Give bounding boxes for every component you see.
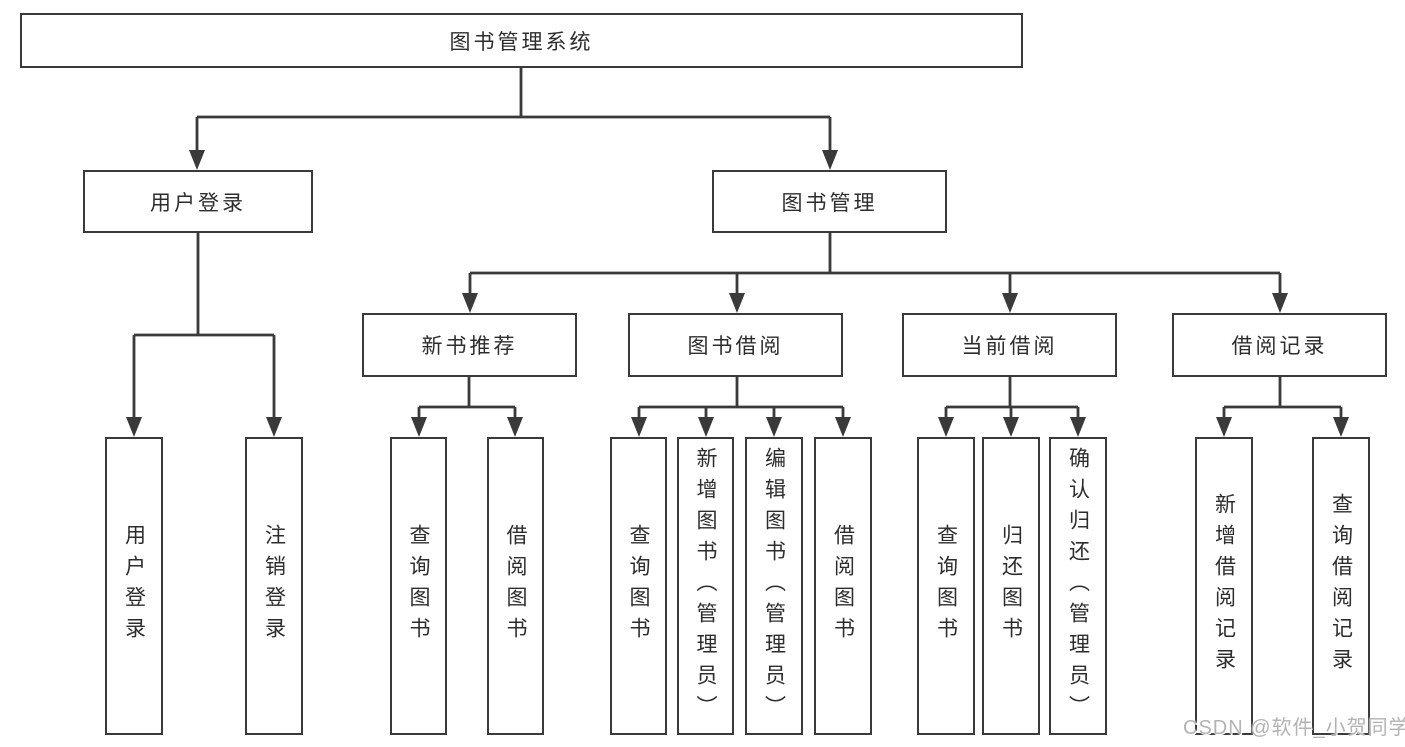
leaf-query-borrow-record-label: 查询借阅记录 [1329, 493, 1353, 679]
leaf-query-books-2: 查询图书 [610, 437, 667, 735]
node-current-borrow-label: 当前借阅 [961, 335, 1058, 358]
leaf-confirm-return-admin: 确认归还（管理员） [1049, 437, 1107, 735]
leaf-user-login-label: 用户登录 [122, 524, 146, 648]
node-new-book-recommend-label: 新书推荐 [421, 335, 518, 358]
node-book-management: 图书管理 [712, 170, 947, 233]
node-root-label: 图书管理系统 [449, 30, 594, 54]
leaf-query-books-3-label: 查询图书 [934, 524, 958, 648]
node-root: 图书管理系统 [20, 13, 1023, 68]
leaf-query-borrow-record: 查询借阅记录 [1312, 437, 1370, 735]
node-current-borrow: 当前借阅 [902, 313, 1117, 377]
arrowhead-icons [126, 150, 1349, 437]
node-user-login: 用户登录 [83, 170, 313, 233]
leaf-edit-books-admin-label: 编辑图书（管理员） [762, 446, 786, 726]
node-book-management-label: 图书管理 [781, 191, 878, 215]
leaf-add-borrow-record-label: 新增借阅记录 [1212, 493, 1236, 679]
leaf-logout: 注销登录 [245, 437, 303, 735]
leaf-add-books-admin-label: 新增图书（管理员） [694, 446, 717, 726]
leaf-add-books-admin: 新增图书（管理员） [677, 437, 734, 735]
node-book-borrow-label: 图书借阅 [687, 335, 784, 358]
leaf-query-books-1-label: 查询图书 [407, 524, 430, 648]
node-new-book-recommend: 新书推荐 [362, 313, 577, 377]
node-borrow-records-label: 借阅记录 [1231, 335, 1328, 358]
leaf-borrow-books-2: 借阅图书 [814, 437, 872, 735]
leaf-return-books: 归还图书 [982, 437, 1040, 735]
leaf-return-books-label: 归还图书 [999, 524, 1023, 648]
leaf-confirm-return-admin-label: 确认归还（管理员） [1066, 446, 1090, 726]
leaf-logout-label: 注销登录 [262, 524, 286, 648]
leaf-add-borrow-record: 新增借阅记录 [1195, 437, 1253, 735]
leaf-borrow-books-2-label: 借阅图书 [831, 524, 855, 648]
leaf-borrow-books-1: 借阅图书 [487, 437, 544, 735]
node-user-login-label: 用户登录 [150, 191, 246, 215]
node-borrow-records: 借阅记录 [1172, 313, 1387, 377]
leaf-borrow-books-1-label: 借阅图书 [504, 524, 527, 648]
leaf-query-books-3: 查询图书 [917, 437, 975, 735]
leaf-query-books-1: 查询图书 [390, 437, 447, 735]
watermark: CSDN @软件_小贺同学 [1183, 717, 1405, 739]
leaf-edit-books-admin: 编辑图书（管理员） [745, 437, 803, 735]
leaf-user-login: 用户登录 [105, 437, 163, 735]
node-book-borrow: 图书借阅 [628, 313, 843, 377]
leaf-query-books-2-label: 查询图书 [627, 524, 650, 648]
